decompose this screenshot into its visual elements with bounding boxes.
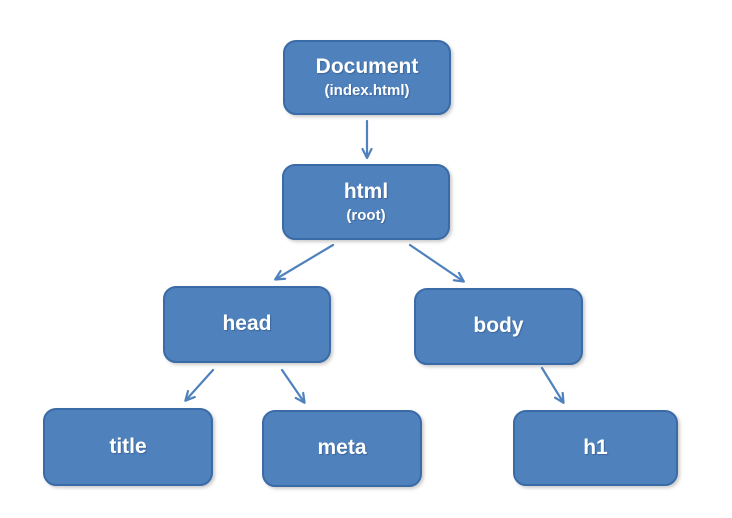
node-html-sublabel: (root) <box>346 206 386 224</box>
edge-head-meta <box>280 368 304 402</box>
node-meta: meta <box>262 410 422 487</box>
node-body: body <box>414 288 583 365</box>
edge-html-body <box>408 243 463 281</box>
node-document-label: Document <box>315 55 419 78</box>
node-body-label: body <box>473 314 524 338</box>
node-html-label: html <box>343 179 389 203</box>
node-h1-label: h1 <box>583 435 608 459</box>
node-head: head <box>163 286 331 363</box>
node-head-label: head <box>222 312 272 336</box>
node-html: html (root) <box>282 164 450 240</box>
edge-html-head <box>276 243 335 279</box>
node-h1: h1 <box>513 410 678 486</box>
edge-body-h1 <box>540 366 563 402</box>
node-title-label: title <box>109 434 147 458</box>
node-document-sublabel: (index.html) <box>324 82 410 100</box>
node-document: Document (index.html) <box>283 40 451 115</box>
node-meta-label: meta <box>317 436 367 460</box>
edge-head-title <box>186 368 215 400</box>
node-title: title <box>43 408 213 486</box>
